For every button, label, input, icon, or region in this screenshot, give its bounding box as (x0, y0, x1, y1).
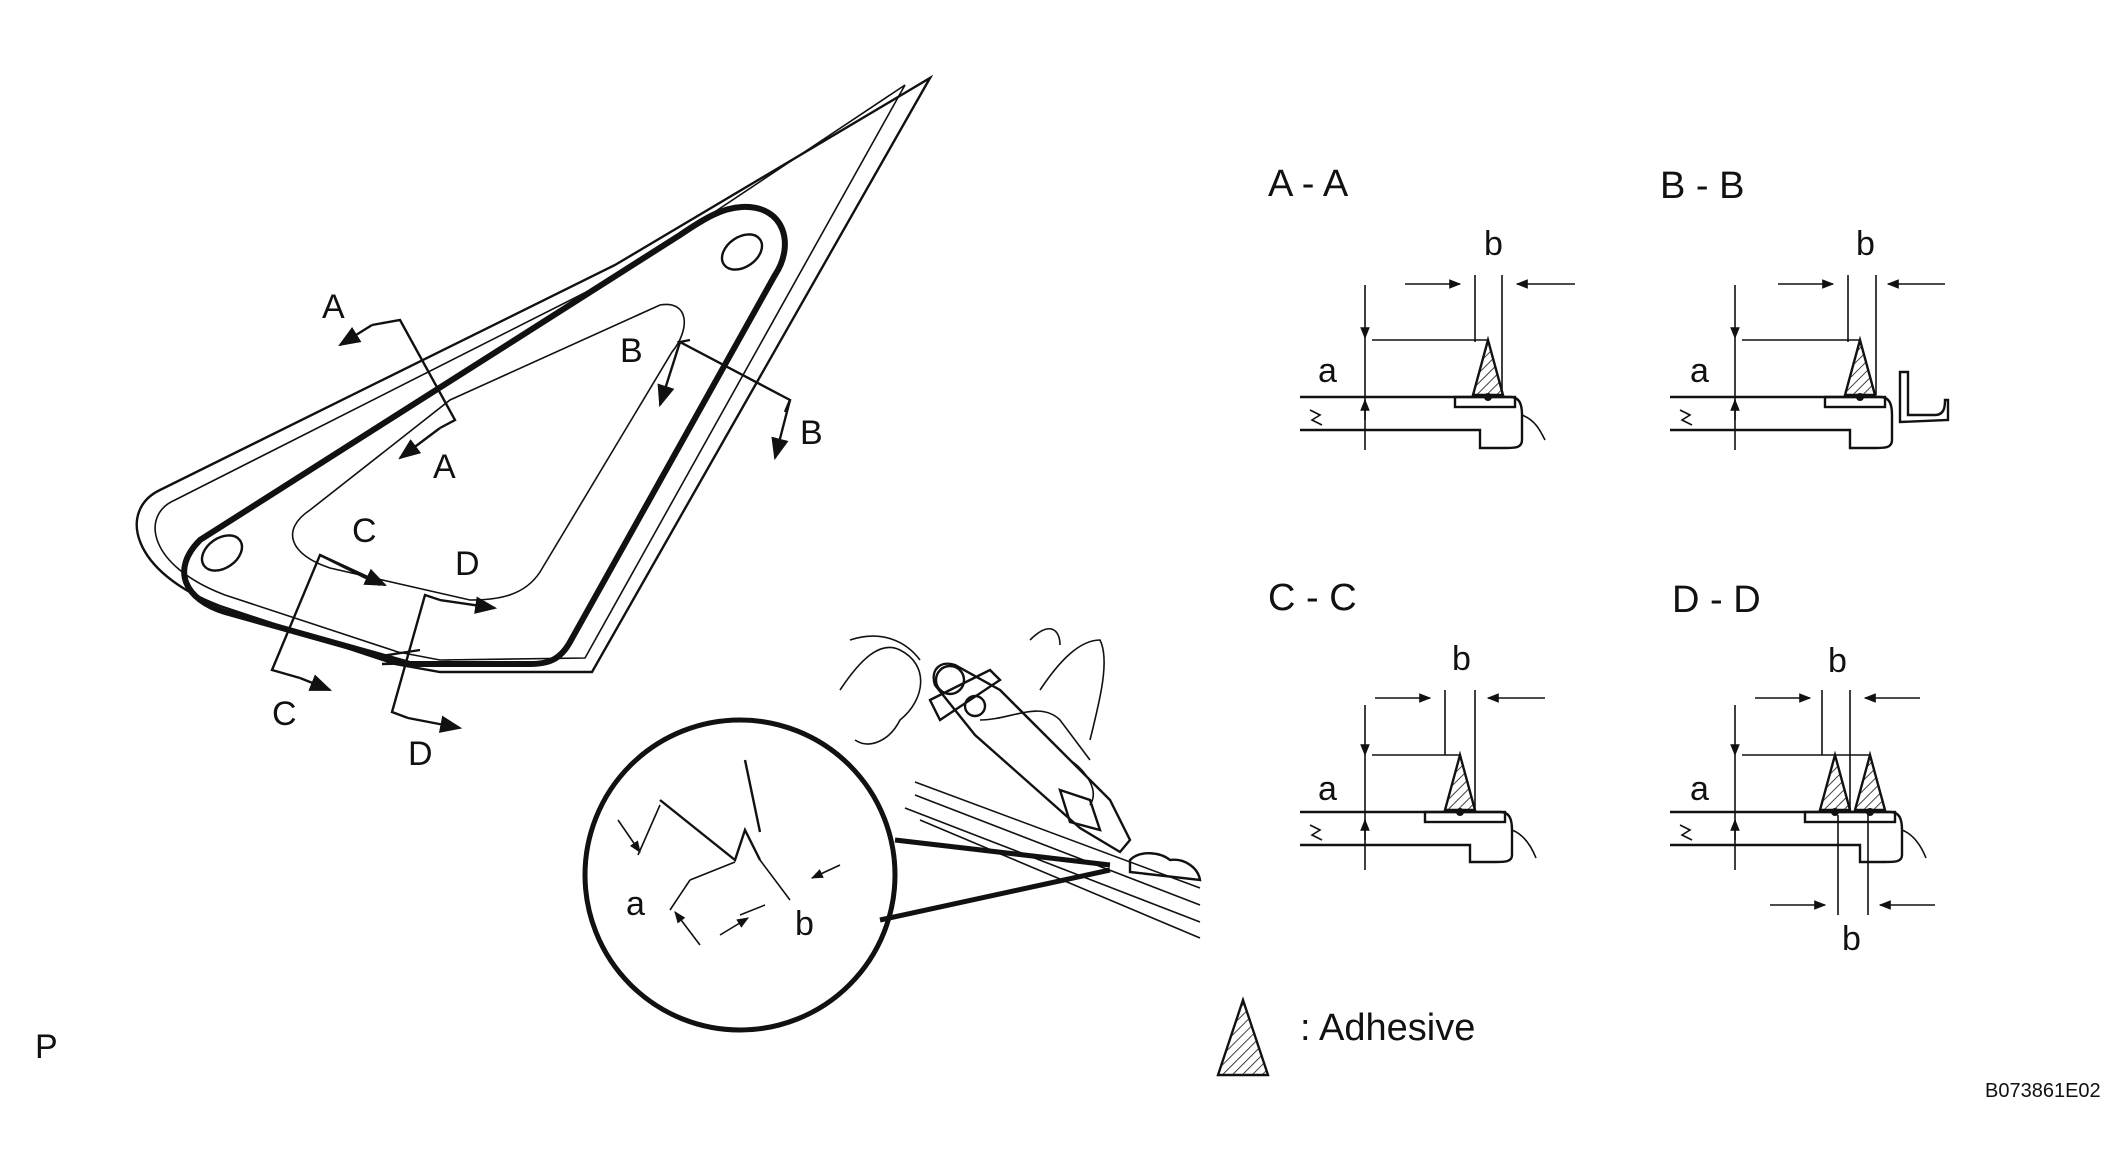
inset-dim-a: a (626, 885, 645, 923)
section-b-b-dim-b: b (1856, 225, 1875, 263)
section-c-c: C - C b a (1268, 577, 1545, 870)
quarter-window-glass (135, 74, 934, 674)
section-mark-a-start: A (322, 288, 345, 326)
section-mark-b-end: B (800, 414, 823, 452)
section-a-a: A - A b a (1268, 163, 1575, 450)
adhesive-gun-illustration (839, 628, 1202, 939)
section-d-d-dim-b-top: b (1828, 642, 1847, 680)
section-b-b-dim-a: a (1690, 352, 1709, 390)
adhesive-legend-text: : Adhesive (1300, 1007, 1475, 1049)
figure-code: B073861E02 (1985, 1080, 2101, 1102)
section-mark-a-end: A (433, 448, 456, 486)
section-c-c-title: C - C (1268, 577, 1357, 619)
section-mark-c-end: C (272, 695, 297, 733)
section-mark-c-start: C (352, 512, 377, 550)
section-mark-d-start: D (455, 545, 480, 583)
section-b-b-title: B - B (1660, 165, 1744, 207)
section-a-a-title: A - A (1268, 163, 1349, 205)
section-cut-b: B B (620, 332, 823, 461)
section-cut-c: C C (270, 512, 387, 733)
section-d-d-dim-b-bottom: b (1842, 920, 1861, 958)
adhesive-legend: : Adhesive (1216, 996, 1475, 1077)
section-mark-d-end: D (408, 735, 433, 773)
section-d-d-dim-a: a (1690, 770, 1709, 808)
section-d-d: D - D b a b (1670, 579, 1935, 958)
corner-letter: P (35, 1028, 58, 1066)
section-a-a-dim-b: b (1484, 225, 1503, 263)
section-c-c-dim-b: b (1452, 640, 1471, 678)
section-c-c-dim-a: a (1318, 770, 1337, 808)
inset-dim-b: b (795, 905, 814, 943)
bead-profile-inset: a b (582, 717, 1111, 1033)
section-a-a-dim-a: a (1318, 352, 1337, 390)
section-mark-b-start: B (620, 332, 643, 370)
section-b-b: B - B b a (1660, 165, 1950, 450)
section-d-d-title: D - D (1672, 579, 1761, 621)
section-cut-d: D D (390, 545, 498, 773)
adhesive-symbol-icon (1216, 996, 1270, 1077)
section-cut-a: A A (322, 288, 457, 486)
